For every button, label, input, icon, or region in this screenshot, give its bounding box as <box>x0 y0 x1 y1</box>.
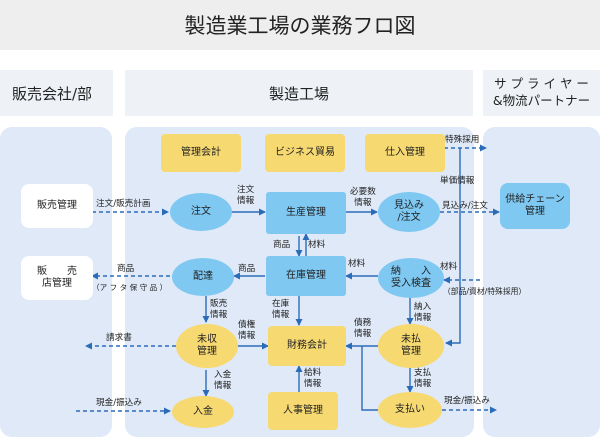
label-special-adoption: 特殊採用 <box>445 135 480 145</box>
label-goods-store: 商品 <box>117 264 135 274</box>
inventory-management-box: 在庫管理 <box>266 256 346 296</box>
label-inventory-info-line2: 情報 <box>272 309 290 320</box>
hr-management-label: 人事管理 <box>283 404 323 416</box>
label-materials-inbound: 材料 <box>440 262 458 272</box>
management-accounting-box: 管理会計 <box>161 134 241 172</box>
label-salary-info-line2: 情報 <box>304 378 322 389</box>
label-order-info-line2: 情報 <box>237 195 255 206</box>
business-trade-label: ビジネス貿易 <box>275 146 335 158</box>
label-sales-info: 販売 情報 <box>210 299 227 320</box>
store-management-line1: 販 売 <box>37 265 77 277</box>
label-materials-up: 材料 <box>308 240 326 250</box>
label-salary-info: 給料 情報 <box>304 368 321 389</box>
production-management-label: 生産管理 <box>286 206 326 218</box>
sales-management-box: 販売管理 <box>21 184 93 228</box>
receivables-management-line1: 未収 <box>197 333 217 345</box>
business-trade-box: ビジネス貿易 <box>265 134 345 172</box>
label-debt-info-line2: 情報 <box>354 328 372 339</box>
label-invoice: 請求書 <box>106 333 132 343</box>
receiving-inspection-node: 納 入 受入検査 <box>378 258 444 298</box>
label-required-qty-line2: 情報 <box>354 197 372 208</box>
label-salary-info-line1: 給料 <box>304 368 322 378</box>
column-header-sales-label: 販売会社/部 <box>12 84 93 103</box>
label-required-qty-info: 必要数 情報 <box>350 187 376 208</box>
financial-accounting-label: 財務会計 <box>287 339 327 351</box>
label-inventory-info: 在庫 情報 <box>272 299 289 320</box>
payment-received-node: 入金 <box>172 396 234 428</box>
column-header-factory: 製造工場 <box>125 70 473 116</box>
label-forecast-order: 見込み/注文 <box>442 201 488 211</box>
payables-management-line1: 未払 <box>401 333 421 345</box>
label-debt-info: 債務 情報 <box>354 318 371 339</box>
receivables-management-line2: 管理 <box>197 346 217 357</box>
delivery-label: 配達 <box>193 270 213 282</box>
supply-chain-line2: 管理 <box>525 206 545 217</box>
label-order-info: 注文 情報 <box>237 185 254 206</box>
supply-chain-management-box: 供給チェーン 管理 <box>500 183 570 229</box>
store-management-box: 販 売 店管理 <box>21 256 93 300</box>
label-deposit-info: 入金 情報 <box>214 370 231 391</box>
hr-management-box: 人事管理 <box>268 392 338 430</box>
label-payment-info-line1: 支払 <box>414 368 432 378</box>
page-title: 製造業工場の業務フロ図 <box>0 0 600 50</box>
column-header-sales: 販売会社/部 <box>0 70 113 116</box>
label-deposit-info-line2: 情報 <box>214 380 232 391</box>
purchasing-management-box: 仕入管理 <box>365 134 445 172</box>
store-management-line2: 店管理 <box>42 278 72 289</box>
label-deposit-info-line1: 入金 <box>214 370 232 380</box>
label-goods-delivery: 商品 <box>238 264 256 274</box>
column-header-suppliers: サ プ ラ イ ヤ ー &物流パートナー <box>483 70 600 116</box>
payment-received-label: 入金 <box>193 405 213 417</box>
label-required-qty-line1: 必要数 <box>350 187 376 197</box>
label-delivery-info-line2: 情報 <box>414 312 432 323</box>
label-receivable-info: 債権 情報 <box>238 320 255 341</box>
order-label: 注文 <box>191 205 211 217</box>
payment-label: 支払い <box>395 403 425 415</box>
suppliers-panel <box>483 127 600 437</box>
label-cash-transfer-in: 現金/振込み <box>96 398 142 408</box>
label-payment-info: 支払 情報 <box>414 368 431 389</box>
management-accounting-label: 管理会計 <box>181 146 221 158</box>
label-cash-transfer-out: 現金/振込み <box>444 396 490 406</box>
label-unit-price-info: 単価情報 <box>440 176 475 186</box>
forecast-order-line1: 見込み <box>394 199 424 211</box>
label-receivable-info-line1: 債権 <box>238 320 256 330</box>
column-header-factory-label: 製造工場 <box>268 84 329 103</box>
label-order-info-line1: 注文 <box>237 185 255 195</box>
payables-management-line2: 管理 <box>401 346 421 357</box>
delivery-node: 配達 <box>172 258 234 296</box>
payment-node: 支払い <box>378 392 442 428</box>
label-receivable-info-line2: 情報 <box>238 330 256 341</box>
receivables-management-node: 未収 管理 <box>176 324 238 368</box>
label-inventory-info-line1: 在庫 <box>272 299 290 309</box>
label-sales-info-line1: 販売 <box>210 299 228 309</box>
inventory-management-label: 在庫管理 <box>286 269 326 281</box>
receiving-inspection-line1: 納 入 <box>391 265 431 277</box>
production-management-box: 生産管理 <box>266 192 346 234</box>
label-payment-info-line2: 情報 <box>414 378 432 389</box>
column-header-suppliers-line2: &物流パートナー <box>492 93 591 108</box>
label-delivery-info-line1: 納入 <box>414 302 432 312</box>
order-node: 注文 <box>170 193 232 231</box>
payables-management-node: 未払 管理 <box>378 324 444 368</box>
receiving-inspection-line2: 受入検査 <box>391 278 431 289</box>
label-aftermarket-parts: （ア フ タ 保 守 品 ） <box>92 283 168 292</box>
forecast-order-node: 見込み /注文 <box>378 192 440 232</box>
financial-accounting-box: 財務会計 <box>268 326 346 366</box>
purchasing-management-label: 仕入管理 <box>385 146 425 158</box>
label-goods-up: 商品 <box>273 240 291 250</box>
label-materials-stock: 材料 <box>348 259 366 269</box>
label-sales-info-line2: 情報 <box>210 309 228 320</box>
label-debt-info-line1: 債務 <box>354 318 372 328</box>
forecast-order-line2: /注文 <box>397 212 421 223</box>
label-order-sales-plan: 注文/販売計画 <box>96 199 151 209</box>
sales-management-label: 販売管理 <box>37 199 77 211</box>
supply-chain-line1: 供給チェーン <box>505 193 565 205</box>
label-delivery-info: 納入 情報 <box>414 302 431 323</box>
label-parts-materials: （部品/資材/特殊採用） <box>443 287 527 296</box>
column-header-suppliers-line1: サ プ ラ イ ヤ ー <box>494 76 589 92</box>
